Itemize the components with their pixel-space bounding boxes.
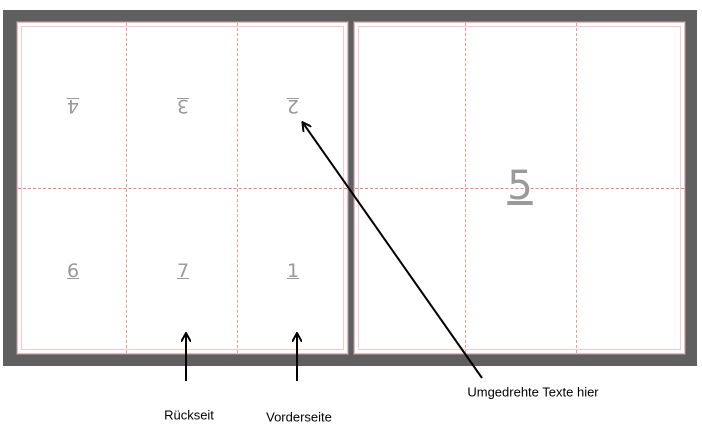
arrow-flipped-text — [303, 123, 483, 379]
label-flipped-text: Umgedrehte Texte hier — [467, 384, 599, 400]
panel-number-7: 7 — [176, 260, 190, 282]
right-sheet: 5 — [353, 21, 686, 355]
panel-number-1: 1 — [286, 260, 300, 282]
panel-number-6: 6 — [66, 260, 80, 282]
label-back: Rückseit — [164, 407, 214, 423]
left-sheet: 4 3 2 6 7 1 — [16, 21, 349, 355]
panel-number-5: 5 — [507, 163, 533, 209]
label-front: Vorderseite — [266, 409, 332, 425]
